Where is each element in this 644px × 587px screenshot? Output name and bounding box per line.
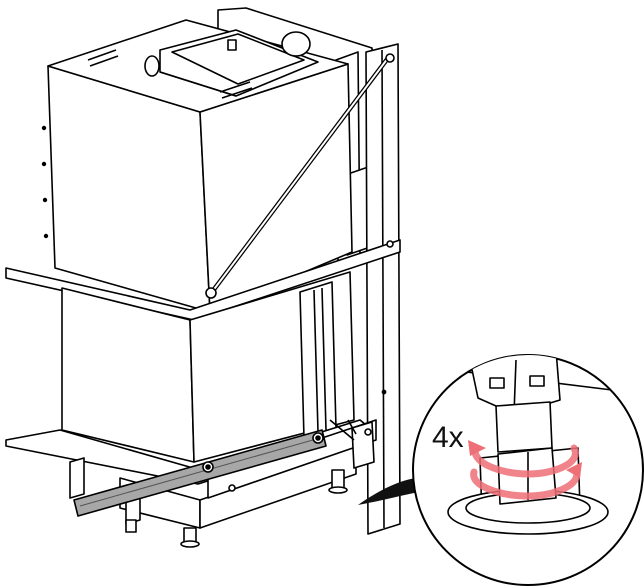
fireplace-unit bbox=[5, 7, 401, 548]
upper-housing bbox=[41, 19, 353, 313]
front-rail bbox=[73, 429, 327, 517]
support-strut bbox=[205, 53, 395, 299]
quantity-label: 4x bbox=[432, 421, 464, 454]
leveling-feet bbox=[125, 469, 348, 548]
callout-pointer-shadow bbox=[358, 478, 420, 505]
base-frame bbox=[5, 419, 377, 529]
rotate-arrows-icon bbox=[468, 440, 582, 500]
firebox-body bbox=[61, 271, 355, 463]
detail-callout: 4x bbox=[412, 354, 644, 586]
